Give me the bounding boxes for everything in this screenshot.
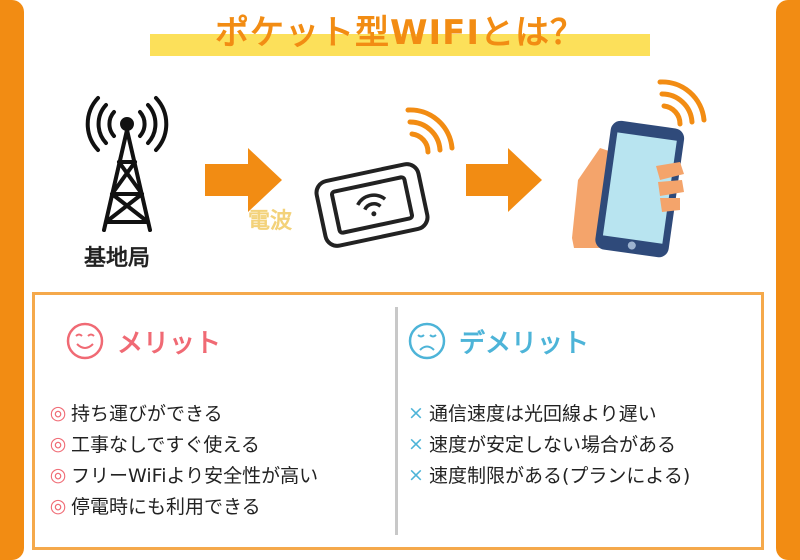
merit-demerit-panel: メリット デメリット ◎持ち運びができる ◎工事なしですぐ使える ◎フリーWiF… — [32, 292, 764, 550]
double-circle-marker: ◎ — [49, 494, 67, 517]
sad-face-icon — [408, 322, 446, 360]
double-circle-marker: ◎ — [49, 463, 67, 486]
list-item: ◎持ち運びができる — [47, 397, 318, 428]
phone-wifi-waves-icon — [657, 79, 707, 127]
connection-diagram: 基地局 電波 — [0, 70, 800, 290]
left-orange-border — [0, 0, 24, 560]
smartphone-in-hand-icon — [572, 120, 685, 258]
radio-wave-label: 電波 — [248, 209, 293, 234]
list-item: ◎工事なしですぐ使える — [47, 428, 318, 459]
merit-list: ◎持ち運びができる ◎工事なしですぐ使える ◎フリーWiFiより安全性が高い ◎… — [47, 397, 318, 521]
merit-heading-text: メリット — [117, 328, 222, 359]
base-station-label: 基地局 — [84, 246, 151, 271]
cross-marker: × — [408, 432, 424, 455]
right-orange-border — [776, 0, 800, 560]
title-block: ポケット型WIFIとは？ — [150, 8, 650, 58]
title-highlight — [150, 34, 650, 56]
double-circle-marker: ◎ — [49, 401, 67, 424]
demerit-heading: デメリット — [407, 321, 589, 361]
router-wifi-waves-icon — [405, 107, 455, 155]
list-item: ×速度が安定しない場合がある — [405, 428, 690, 459]
list-item: ◎フリーWiFiより安全性が高い — [47, 459, 318, 490]
arrow-right-icon — [466, 148, 542, 212]
list-item: ×通信速度は光回線より遅い — [405, 397, 690, 428]
column-divider — [395, 307, 398, 535]
cell-tower-icon — [85, 96, 169, 232]
arrow-right-icon — [205, 148, 282, 212]
page-title: ポケット型WIFIとは？ — [214, 13, 586, 53]
double-circle-marker: ◎ — [49, 432, 67, 455]
diagram-graphics — [85, 79, 707, 258]
cross-marker: × — [408, 401, 424, 424]
pocket-wifi-router-icon — [314, 162, 430, 248]
list-item: ×速度制限がある(プランによる) — [405, 459, 690, 490]
merit-heading: メリット — [65, 321, 221, 361]
cross-marker: × — [408, 463, 424, 486]
smiley-face-icon — [66, 322, 104, 360]
list-item: ◎停電時にも利用できる — [47, 490, 318, 521]
demerit-heading-text: デメリット — [459, 328, 590, 359]
demerit-list: ×通信速度は光回線より遅い ×速度が安定しない場合がある ×速度制限がある(プラ… — [405, 397, 690, 490]
